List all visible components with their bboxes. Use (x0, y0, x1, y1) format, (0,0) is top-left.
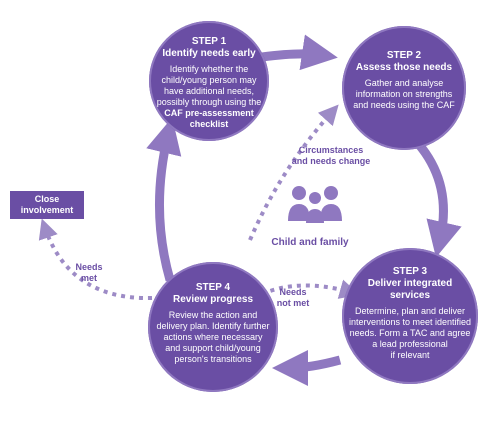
center-label: Child and family (260, 237, 360, 248)
step-body-line: and needs using the CAF (353, 100, 455, 110)
step-body-bold-line: CAF pre-assessment (164, 108, 254, 118)
step-body-line: information on strengths (355, 89, 453, 99)
step-body-line: interventions to meet identified (348, 317, 472, 327)
arrow-step1-to-step2 (261, 34, 338, 71)
step-body-line: possibly through using the (156, 97, 262, 107)
step-body-line: if relevant (390, 350, 430, 360)
arrow-step3-to-step4 (272, 349, 342, 386)
step-body-line: Determine, plan and deliver (354, 306, 466, 316)
arrow-step4-to-step1 (146, 117, 182, 282)
center-label-text: Child and family (271, 237, 349, 248)
step-body-line: child/young person may (161, 75, 257, 85)
step-body-line: delivery plan. Identify further (156, 321, 270, 331)
dotted-arrow-needs-met (38, 218, 153, 301)
step-body-bold-line: checklist (189, 119, 229, 129)
step-body-line: Gather and analyse (364, 78, 444, 88)
step-body-line: Identify whether the (169, 64, 249, 74)
dotted-arrow-circumstances (248, 104, 339, 241)
step-body-line: a lead professional (372, 339, 448, 349)
step-body-line: have additional needs, (163, 86, 255, 96)
step-body-line: person's transitions (174, 354, 252, 364)
step-body-line: Review the action and (168, 310, 258, 320)
step-body-line: actions where necessary (163, 332, 263, 342)
family-icon (288, 186, 342, 223)
step-body-line: needs. Form a TAC and agree (349, 328, 471, 338)
step-body-line: and support child/young (165, 343, 261, 353)
